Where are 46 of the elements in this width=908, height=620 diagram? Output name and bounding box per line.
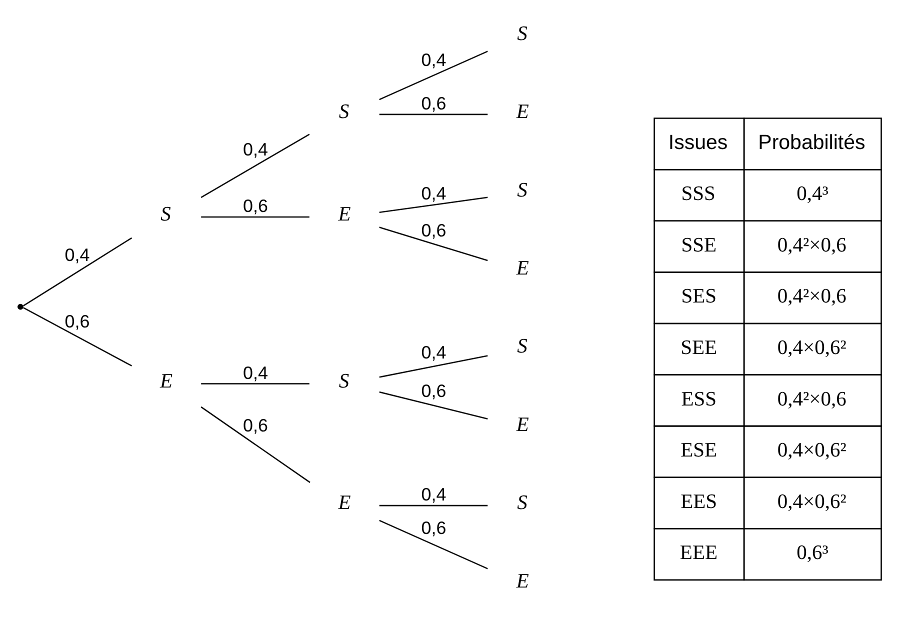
edge-label: 0,6 <box>420 94 446 114</box>
label: ESS <box>680 388 716 410</box>
label: 0,4×0,6² <box>776 336 846 359</box>
edge-label: 0,6 <box>420 380 446 401</box>
node-text: S <box>338 101 349 124</box>
node-text: S <box>516 22 527 45</box>
edge-label: 0,4 <box>420 484 446 505</box>
node-text: S <box>160 204 170 226</box>
label: SSS <box>680 183 715 206</box>
node-text: S <box>516 492 527 514</box>
node-text: E <box>516 414 528 436</box>
edge-label: 0,4 <box>420 50 446 70</box>
label: SSE <box>680 234 716 256</box>
label: 0,4³ <box>796 183 828 206</box>
edge-label: 0,4 <box>64 244 90 265</box>
edge-label: 0,4 <box>242 140 268 160</box>
node-text: E <box>338 492 350 514</box>
node-text: E <box>516 257 528 280</box>
node-text: S <box>516 179 527 202</box>
label: 0,6³ <box>796 542 828 564</box>
label: Issues <box>668 130 728 154</box>
edge-label: 0,4 <box>420 342 446 362</box>
node-text: E <box>516 570 528 592</box>
edge-label: 0,6 <box>420 518 446 538</box>
edge-label: 0,6 <box>420 220 446 241</box>
node-text: S <box>338 370 349 392</box>
label: 0,4×0,6² <box>776 440 846 462</box>
label: EES <box>680 490 717 513</box>
edge-label: 0,4 <box>420 183 446 204</box>
node-text: E <box>516 101 528 124</box>
edge-label: 0,6 <box>64 312 90 332</box>
label: SEE <box>680 336 717 359</box>
label: 0,4²×0,6 <box>776 388 846 410</box>
edge-label: 0,6 <box>242 415 268 436</box>
node-text: E <box>338 204 350 226</box>
label: EEE <box>679 542 718 564</box>
edge-label: 0,6 <box>242 196 268 216</box>
label: 0,4×0,6² <box>776 490 846 513</box>
label: 0,4²×0,6 <box>776 234 846 256</box>
label: SES <box>680 286 716 308</box>
node-text: S <box>516 336 527 358</box>
label: 0,4²×0,6 <box>776 286 846 308</box>
label: ESE <box>680 440 717 462</box>
label: Probabilités <box>758 130 865 154</box>
node-text: E <box>159 370 172 392</box>
edge-label: 0,4 <box>242 362 268 383</box>
